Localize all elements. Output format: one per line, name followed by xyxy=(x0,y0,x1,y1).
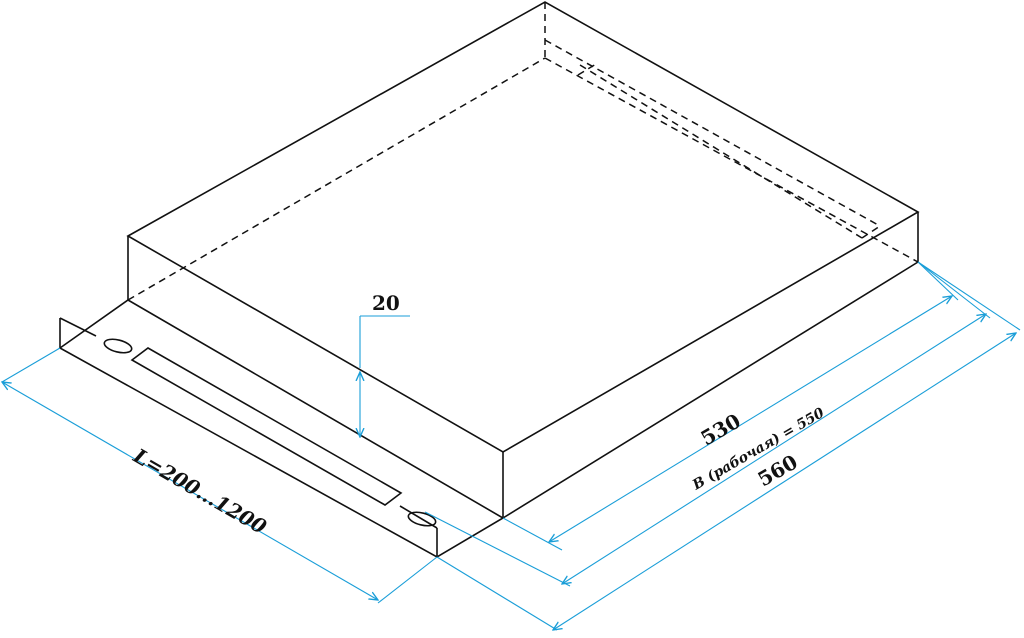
panel-left-flange-top xyxy=(59,317,97,337)
dimension-labels: 20 L=200...1200 530 B (рабочая) = 550 56… xyxy=(129,291,828,539)
height-label: 20 xyxy=(372,291,400,315)
depth-ext-550 xyxy=(424,511,571,587)
panel-right-flange-top xyxy=(399,505,438,529)
inner-step-hidden-2 xyxy=(579,64,863,239)
depth-560-arrow xyxy=(553,333,1016,630)
bottom-back-hidden xyxy=(127,57,546,301)
length-dimension-arrow xyxy=(2,382,378,600)
back-ext-550 xyxy=(917,261,991,319)
depth-530-label: 530 xyxy=(697,409,745,451)
depth-530-arrow xyxy=(549,296,952,542)
hood-body xyxy=(126,1,920,519)
panel-hole-left xyxy=(103,338,133,354)
dimension-lines xyxy=(1,261,1021,631)
bottom-right-hidden xyxy=(544,57,919,263)
length-label: L=200...1200 xyxy=(129,443,271,539)
length-ext-right xyxy=(377,556,438,604)
hidden-edges xyxy=(127,2,919,301)
length-ext-left xyxy=(1,347,61,383)
top-face xyxy=(126,1,920,453)
back-ext-560 xyxy=(917,261,1021,331)
inner-step-hidden-3 xyxy=(577,63,597,76)
panel-hole-right xyxy=(407,511,437,527)
depth-ext-560 xyxy=(436,556,558,631)
back-ext-530 xyxy=(917,261,959,301)
inner-step-hidden-1 xyxy=(544,39,881,227)
depth-ext-530 xyxy=(502,517,563,551)
inner-step-hidden-4 xyxy=(861,225,881,239)
